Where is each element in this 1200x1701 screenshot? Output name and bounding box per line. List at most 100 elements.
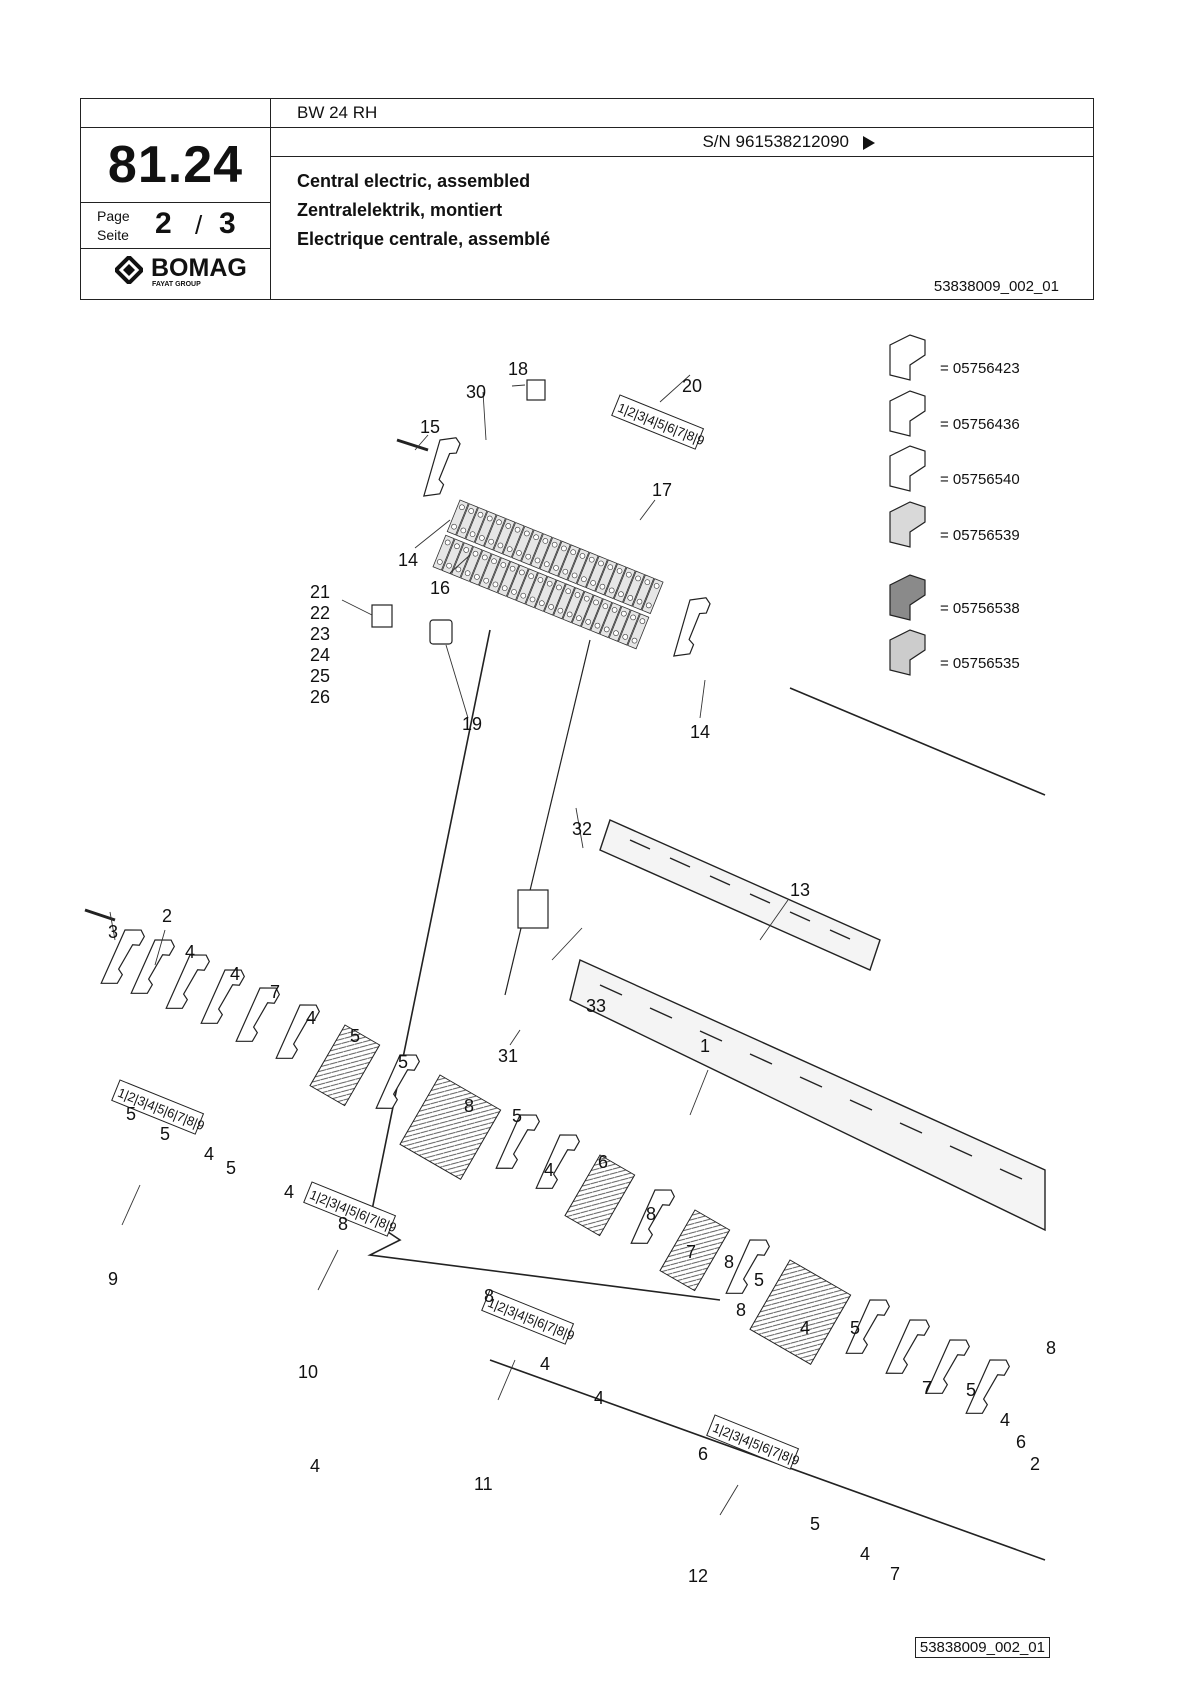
lower-terminal-row (84, 908, 1012, 1421)
svg-text:= 05756436: = 05756436 (940, 416, 1020, 433)
brand-name: BOMAG (151, 254, 247, 282)
callout-44: 5 (754, 1270, 764, 1290)
play-arrow-icon (863, 136, 875, 150)
title-french: Electrique centrale, assemblé (297, 229, 551, 249)
callout-38: 8 (646, 1204, 656, 1224)
callout-8: 22 (310, 603, 330, 623)
brand-subtitle: FAYAT GROUP (152, 281, 201, 288)
callout-60: 12 (688, 1566, 708, 1586)
machine-model: BW 24 RH (297, 103, 378, 122)
callout-42: 7 (686, 1242, 696, 1262)
leader-lines (109, 374, 789, 1516)
callout-9: 23 (310, 624, 330, 644)
callout-39: 8 (484, 1286, 494, 1306)
callout-16: 13 (790, 880, 810, 900)
callout-43: 8 (736, 1300, 746, 1320)
document-id: 53838009_002_01 (933, 278, 1059, 295)
callout-13: 19 (462, 714, 482, 734)
svg-text:= 05756535: = 05756535 (940, 655, 1020, 672)
callout-22: 4 (185, 942, 195, 962)
header-block: 81.24 Page Seite 2 / 3 BOMAG FAYAT GROUP… (80, 98, 1094, 300)
callout-18: 31 (498, 1046, 518, 1066)
serial-row: S/N 961538212090 (271, 128, 1093, 157)
exploded-parts-drawing: 1|2|3|4|5|6|7|8|9 (0, 300, 1200, 1696)
page-total: 3 (219, 207, 236, 240)
callout-56: 11 (474, 1474, 493, 1494)
callout-59: 7 (890, 1564, 900, 1584)
callout-17: 33 (586, 996, 606, 1016)
page-label-de: Seite (97, 227, 129, 243)
marker-strip-10 (303, 1181, 401, 1239)
svg-text:= 05756423: = 05756423 (940, 360, 1020, 377)
callout-25: 4 (306, 1008, 316, 1028)
legend-item-4: = 05756539 (889, 501, 1020, 548)
legend-item-6: = 05756535 (889, 629, 1020, 676)
callout-45: 10 (298, 1362, 318, 1382)
svg-text:= 05756540: = 05756540 (940, 471, 1020, 488)
callout-2: 20 (682, 376, 702, 396)
callout-50: 7 (922, 1378, 932, 1398)
bomag-diamond-icon (115, 256, 143, 284)
din-rail-1 (569, 959, 1046, 1232)
callout-32: 5 (398, 1052, 408, 1072)
legend-item-1: = 05756423 (889, 334, 1020, 381)
legend-item-2: = 05756436 (889, 390, 1020, 437)
callout-19: 1 (700, 1036, 710, 1056)
bomag-logo: BOMAG FAYAT GROUP (81, 246, 270, 299)
svg-text:= 05756539: = 05756539 (940, 527, 1020, 544)
legend: = 05756423 = 05756436 = 05756540 = 05756… (889, 334, 1020, 676)
callout-46: 4 (540, 1354, 550, 1374)
callout-27: 5 (126, 1104, 136, 1124)
page-label-en: Page (97, 208, 130, 224)
header-right-column: BW 24 RH S/N 961538212090 Central electr… (271, 99, 1093, 299)
callout-15: 32 (572, 819, 592, 839)
label-plate-33 (517, 889, 549, 929)
page-current: 2 (155, 207, 172, 240)
callout-61: 4 (310, 1456, 320, 1476)
section-number: 81.24 (81, 128, 270, 203)
page-separator: / (195, 210, 203, 240)
callout-34: 8 (338, 1214, 348, 1234)
callout-30: 8 (464, 1096, 474, 1116)
callout-23: 4 (230, 964, 240, 984)
callout-62: 8 (1046, 1338, 1056, 1358)
din-rail-13 (599, 819, 881, 971)
callout-10: 24 (310, 645, 330, 665)
callout-11: 25 (310, 666, 330, 686)
callout-41: 8 (724, 1252, 734, 1272)
page-indicator: Page Seite 2 / 3 (81, 203, 270, 249)
header-left-column: 81.24 Page Seite 2 / 3 BOMAG FAYAT GROUP (81, 99, 271, 299)
header-blank-cell (81, 99, 270, 128)
callout-36: 4 (544, 1160, 554, 1180)
callout-51: 5 (966, 1380, 976, 1400)
marker-strip-11 (481, 1289, 579, 1347)
callout-7: 21 (310, 582, 330, 602)
callout-numbers: 18 30 20 15 17 14 16 21 22 23 24 25 26 1… (108, 359, 1056, 1586)
callout-0: 18 (508, 359, 528, 379)
callout-4: 17 (652, 480, 672, 500)
callout-29: 4 (204, 1144, 214, 1164)
callout-37: 6 (598, 1152, 608, 1172)
title-german: Zentralelektrik, montiert (297, 200, 503, 220)
callout-47: 4 (594, 1388, 604, 1408)
callout-58: 4 (860, 1544, 870, 1564)
callout-40: 9 (108, 1269, 118, 1289)
callout-35: 4 (284, 1182, 294, 1202)
callout-33: 5 (226, 1158, 236, 1178)
upper-terminal-block (371, 379, 713, 662)
callout-24: 7 (270, 982, 280, 1002)
parts-diagram-svg: 1|2|3|4|5|6|7|8|9 (84, 334, 1056, 1586)
callout-20: 3 (108, 922, 118, 942)
legend-item-3: = 05756540 (889, 445, 1020, 492)
callout-55: 6 (698, 1444, 708, 1464)
legend-item-5: = 05756538 (889, 574, 1020, 621)
callout-52: 4 (1000, 1410, 1010, 1430)
callout-5: 14 (398, 550, 418, 570)
callout-57: 5 (810, 1514, 820, 1534)
callout-54: 2 (1030, 1454, 1040, 1474)
callout-3: 15 (420, 417, 440, 437)
svg-text:= 05756538: = 05756538 (940, 600, 1020, 617)
title-english: Central electric, assembled (297, 171, 531, 191)
callout-12: 26 (310, 687, 330, 707)
callout-28: 5 (160, 1124, 170, 1144)
